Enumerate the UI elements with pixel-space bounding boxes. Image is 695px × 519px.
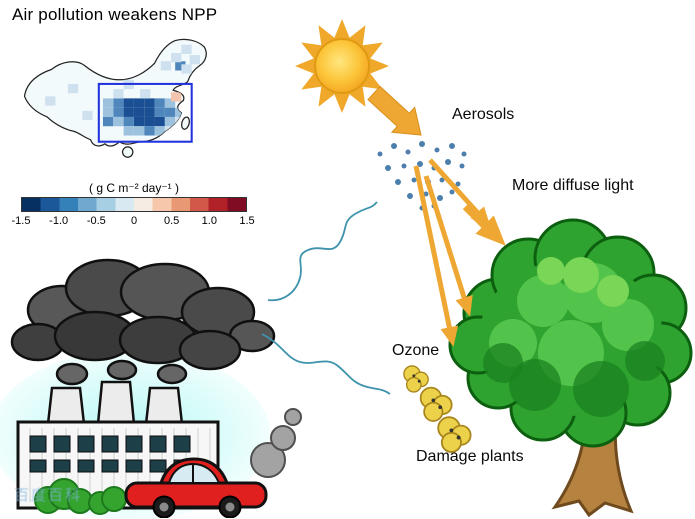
colorbar-tick: -1.0 — [49, 215, 69, 227]
ozone-molecule — [437, 416, 472, 453]
ozone-label: Ozone — [392, 342, 440, 359]
colorbar-ticks: -1.5 -1.0 -0.5 0 0.5 1.0 1.5 — [12, 213, 255, 229]
colorbar: ( g C m⁻² day⁻¹ ) -1.5 -1.0 -0.5 0 0.5 1.0 1.5 — [12, 181, 255, 229]
damage-plants-label: Damage plants — [416, 448, 524, 465]
hainan-island — [121, 146, 134, 158]
exhaust-bubble — [270, 425, 296, 451]
colorbar-tick: 0.5 — [164, 215, 180, 227]
sunlight-arrow — [367, 85, 422, 136]
colorbar-gradient — [21, 197, 247, 212]
exhaust-bubbles — [250, 408, 302, 478]
colorbar-tick: 0 — [130, 215, 138, 227]
connector-squiggle-ozone — [261, 333, 391, 395]
wheel-hub — [225, 502, 235, 512]
exhaust-bubble — [250, 442, 286, 478]
figure-title: Air pollution weakens NPP — [12, 5, 218, 24]
colorbar-tick: 1.0 — [201, 215, 217, 227]
sun-disc — [314, 38, 370, 94]
taiwan-island — [181, 116, 190, 130]
aerosols-label: Aerosols — [452, 106, 515, 123]
factory-chimneys — [46, 380, 184, 426]
diffuse-light-arrow — [462, 202, 506, 246]
diffuse-light-arrow — [413, 165, 459, 347]
connector-squiggle-aerosols — [267, 201, 378, 302]
factory-illustration — [0, 258, 276, 519]
colorbar-tick: 1.5 — [239, 215, 255, 227]
china-npp-map — [23, 38, 207, 158]
npp-grid-cells — [45, 44, 200, 136]
sun-rays — [295, 19, 389, 113]
wheel-hub — [159, 502, 169, 512]
ozone-molecule — [419, 386, 453, 422]
tree-canopy — [448, 218, 693, 448]
study-region-box — [97, 82, 193, 143]
exhaust-bubble — [284, 408, 302, 426]
bushes — [34, 478, 127, 515]
smoke-cloud — [10, 258, 276, 386]
car-illustration — [124, 457, 268, 518]
colorbar-tick: -1.5 — [11, 215, 31, 227]
diffuse-light-arrow — [423, 175, 473, 317]
tree-illustration — [448, 218, 693, 518]
colorbar-tick: -0.5 — [86, 215, 106, 227]
colorbar-unit-label: ( g C m⁻² day⁻¹ ) — [88, 181, 179, 195]
factory-windows — [29, 435, 191, 473]
sun-icon — [295, 19, 389, 113]
more-diffuse-light-label: More diffuse light — [512, 177, 634, 194]
watermark: 百度百科 — [14, 487, 83, 504]
ozone-molecule — [403, 365, 429, 393]
